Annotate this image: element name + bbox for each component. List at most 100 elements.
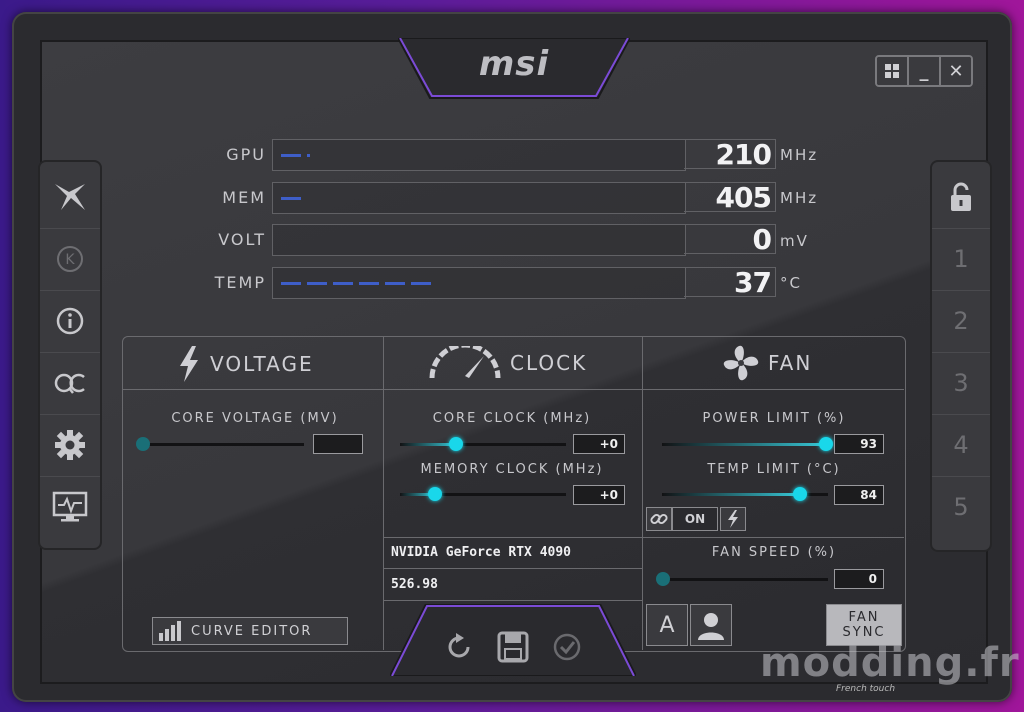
temp-meter-label: TEMP: [214, 273, 266, 292]
fan-sync-button[interactable]: FAN SYNC: [826, 604, 902, 646]
profile-3[interactable]: 3: [932, 352, 990, 415]
clock-header: CLOCK: [428, 346, 587, 380]
fan-speed-track[interactable]: [662, 578, 828, 581]
temp-meter-fill: [281, 282, 433, 285]
fan-user-button[interactable]: [690, 604, 732, 646]
divider: [383, 600, 642, 601]
core-clock-input[interactable]: +0: [573, 434, 625, 454]
memory-clock-track[interactable]: [400, 493, 566, 496]
profile-toolbar: 1 2 3 4 5: [930, 160, 992, 552]
gpu-meter-bar: [272, 139, 686, 171]
divider: [642, 336, 643, 650]
gpu-meter-unit: MHz: [780, 146, 819, 164]
profile-2[interactable]: 2: [932, 290, 990, 353]
profile-4[interactable]: 4: [932, 414, 990, 477]
core-clock-track[interactable]: [400, 443, 566, 446]
volt-meter-value: 0: [684, 224, 776, 255]
main-panel: [40, 40, 988, 684]
left-toolbar: K: [38, 160, 102, 550]
kombustor-k-icon[interactable]: K: [40, 228, 100, 291]
msi-logo: msi: [478, 44, 550, 84]
oc-scanner-icon[interactable]: [40, 352, 100, 415]
monitor-icon[interactable]: [40, 476, 100, 538]
lightning-icon: [180, 346, 198, 382]
profile-5[interactable]: 5: [953, 493, 969, 521]
fan-auto-button[interactable]: A: [646, 604, 688, 646]
fan-speed-input[interactable]: 0: [834, 569, 884, 589]
gpu-meter-label: GPU: [226, 145, 266, 164]
svg-text:K: K: [65, 252, 75, 268]
fan-speed-label: FAN SPEED (%): [711, 545, 837, 560]
volt-meter-unit: mV: [780, 232, 809, 250]
core-voltage-input[interactable]: [313, 434, 363, 454]
driver-version: 526.98: [391, 577, 438, 592]
mem-meter-bar: [272, 182, 686, 214]
unlock-icon[interactable]: [932, 166, 990, 229]
volt-meter-bar: [272, 224, 686, 256]
reset-icon: [448, 633, 470, 658]
link-icon: [650, 513, 668, 525]
voltage-header: VOLTAGE: [176, 346, 314, 382]
speedometer-icon: [429, 346, 501, 379]
gpu-meter-value: 210: [684, 139, 776, 170]
fan-icon: [723, 345, 759, 381]
memory-clock-input[interactable]: +0: [573, 485, 625, 505]
boost-button[interactable]: [720, 507, 746, 531]
core-clock-label: CORE CLOCK (MHz): [432, 411, 592, 426]
curve-editor-button[interactable]: CURVE EDITOR: [152, 617, 348, 645]
link-button[interactable]: [646, 507, 672, 531]
apply-button[interactable]: [550, 630, 584, 664]
settings-gear-icon[interactable]: [40, 414, 100, 477]
link-toggle[interactable]: ON: [672, 507, 718, 531]
mem-meter-fill: [281, 197, 302, 200]
save-icon: [497, 631, 529, 663]
check-icon: [553, 633, 581, 661]
memory-clock-slider[interactable]: [428, 487, 442, 501]
clock-header-label: CLOCK: [510, 351, 588, 375]
core-voltage-track[interactable]: [142, 443, 304, 446]
core-voltage-slider[interactable]: [136, 437, 150, 451]
reset-button[interactable]: [442, 630, 476, 664]
header-notch: [398, 38, 630, 99]
temp-limit-slider[interactable]: [793, 487, 807, 501]
power-limit-input[interactable]: 93: [834, 434, 884, 454]
temp-limit-input[interactable]: 84: [834, 485, 884, 505]
fan-speed-slider[interactable]: [656, 572, 670, 586]
watermark-tagline: French touch: [836, 684, 896, 694]
save-button[interactable]: [496, 630, 530, 664]
profile-1[interactable]: 1: [932, 228, 990, 291]
window-controls: _ ✕: [875, 55, 973, 87]
info-icon[interactable]: [40, 290, 100, 353]
gpu-meter-fill: [281, 154, 310, 157]
fan-header-label: FAN: [768, 351, 813, 375]
rail-logo-icon[interactable]: [40, 166, 100, 229]
divider: [383, 537, 904, 538]
core-clock-slider[interactable]: [449, 437, 463, 451]
memory-clock-fill: [400, 493, 435, 496]
fan-sync-line1: FAN: [848, 610, 880, 625]
mem-meter-value: 405: [684, 182, 776, 213]
user-icon: [698, 613, 724, 640]
gpu-name: NVIDIA GeForce RTX 4090: [391, 545, 572, 560]
temp-meter-unit: °C: [780, 274, 802, 292]
watermark: modding.fr: [760, 640, 1020, 686]
core-voltage-label: CORE VOLTAGE (MV): [171, 411, 339, 426]
core-clock-fill: [400, 443, 456, 446]
mem-meter-label: MEM: [222, 188, 266, 207]
temp-limit-label: TEMP LIMIT (°C): [707, 462, 841, 477]
minimize-button[interactable]: _: [909, 57, 941, 85]
curve-editor-label: CURVE EDITOR: [191, 623, 313, 639]
power-limit-slider[interactable]: [819, 437, 833, 451]
power-limit-fill: [662, 443, 825, 446]
fan-sync-line2: SYNC: [842, 625, 886, 640]
temp-meter-bar: [272, 267, 686, 299]
close-button[interactable]: ✕: [941, 57, 971, 85]
mem-meter-unit: MHz: [780, 189, 819, 207]
memory-clock-label: MEMORY CLOCK (MHz): [420, 462, 604, 477]
bar-graph-icon: [159, 621, 181, 641]
volt-meter-label: VOLT: [218, 230, 266, 249]
power-limit-label: POWER LIMIT (%): [702, 411, 846, 426]
fan-header: FAN: [722, 344, 812, 382]
windows-icon[interactable]: [877, 57, 909, 85]
divider: [383, 568, 642, 569]
